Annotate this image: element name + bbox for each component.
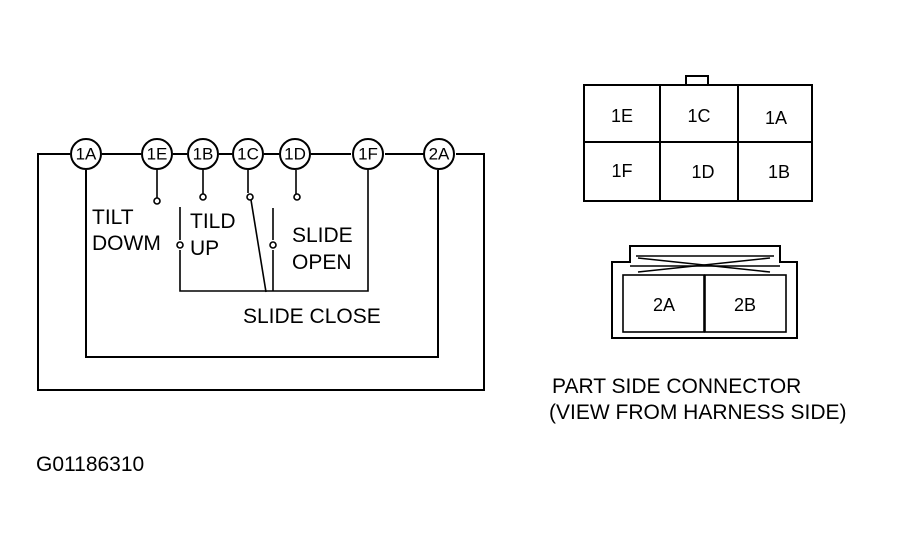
connector-upper-key-tab (685, 75, 709, 86)
label-tilt-down-1: TILT (92, 206, 134, 229)
pin-1a: 1A (765, 108, 787, 128)
terminal-2a-label: 2A (429, 145, 450, 164)
label-tilt-up-2: UP (190, 237, 219, 260)
slide-close-blade (250, 199, 267, 293)
wire-1f-return (179, 170, 369, 292)
terminal-1e: 1E (141, 138, 173, 170)
pin-2a: 2A (653, 295, 675, 315)
contact-1e (153, 197, 161, 205)
connector-lower-housing (611, 245, 798, 339)
label-slide-open-2: OPEN (292, 251, 352, 274)
contact-1d (293, 193, 301, 201)
pin-2b: 2B (734, 295, 756, 315)
pin-1d: 1D (691, 162, 714, 182)
switch-schematic: 1A 1E 1B 1C 1D 1F 2A TILT DOWM TILD (37, 138, 485, 391)
terminal-1c: 1C (232, 138, 264, 170)
caption-line-2: (VIEW FROM HARNESS SIDE) (549, 401, 847, 424)
terminal-1d-label: 1D (284, 145, 306, 164)
outer-loop-wire (37, 153, 485, 391)
pin-1b: 1B (768, 162, 790, 182)
connector-lower: 2A 2B (611, 245, 798, 339)
inner-loop-wire (85, 170, 439, 358)
terminal-1b-label: 1B (193, 145, 214, 164)
terminal-1f: 1F (352, 138, 384, 170)
contact-1c (246, 193, 254, 201)
label-tilt-up-1: TILD (190, 210, 236, 233)
terminal-1a: 1A (70, 138, 102, 170)
contact-slide-close (269, 241, 277, 249)
terminal-1c-label: 1C (237, 145, 259, 164)
terminal-1b: 1B (187, 138, 219, 170)
terminal-1d: 1D (279, 138, 311, 170)
pin-1c: 1C (687, 106, 710, 126)
connector-upper: 1E 1C 1A 1F 1D 1B (583, 75, 813, 202)
label-slide-close: SLIDE CLOSE (243, 305, 381, 328)
label-slide-open-1: SLIDE (292, 224, 353, 247)
pin-1e: 1E (611, 106, 633, 126)
terminal-1e-label: 1E (147, 145, 168, 164)
terminal-2a: 2A (423, 138, 455, 170)
caption-line-1: PART SIDE CONNECTOR (552, 375, 801, 398)
terminal-1f-label: 1F (358, 145, 378, 164)
figure-id: G01186310 (36, 453, 144, 476)
label-tilt-down-2: DOWM (92, 232, 161, 255)
contact-1b (199, 193, 207, 201)
terminal-1a-label: 1A (76, 145, 97, 164)
contact-tilt-up (176, 241, 184, 249)
pin-1f: 1F (611, 161, 632, 181)
